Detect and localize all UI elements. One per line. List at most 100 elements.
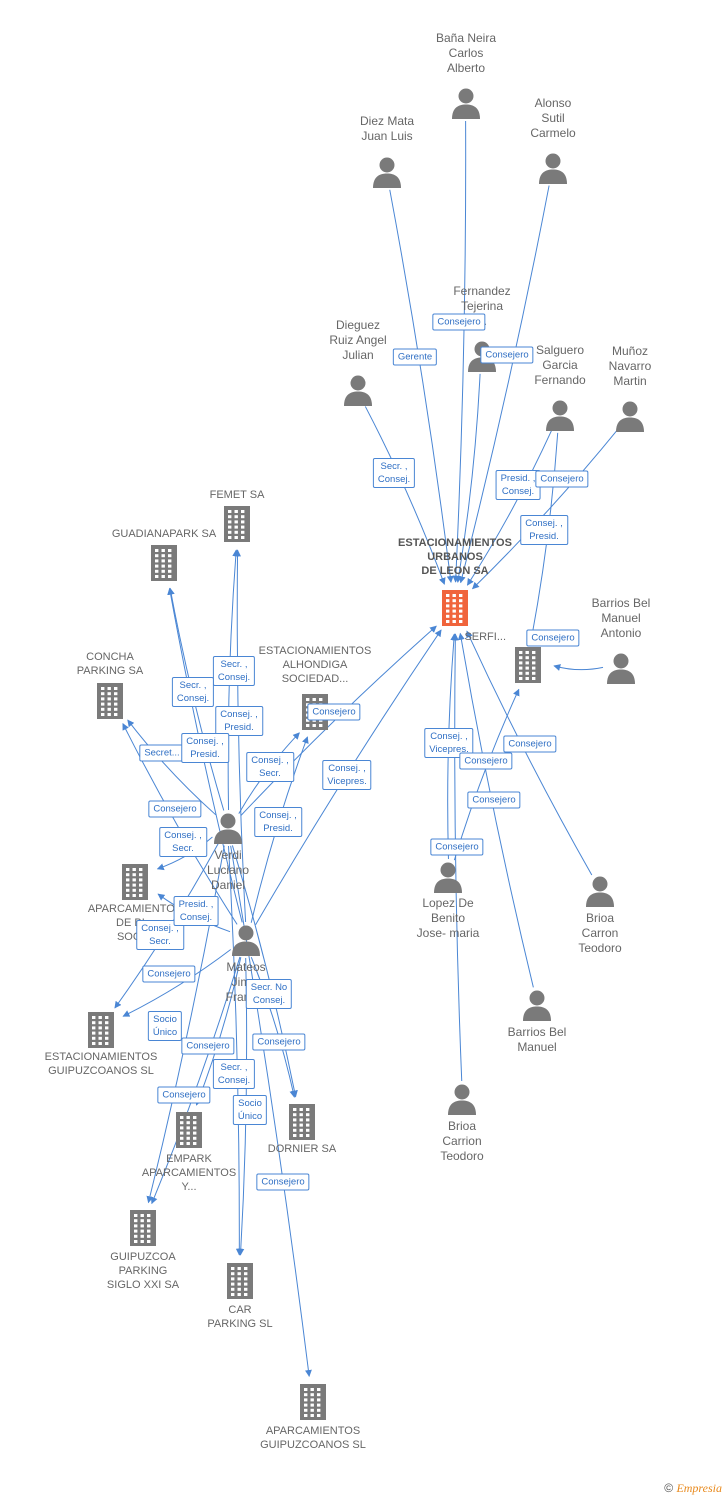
edge-mateos-to-concha <box>122 722 238 925</box>
edge-label[interactable]: Consejero <box>535 470 589 488</box>
node-label: Brioa Carron Teodoro <box>578 911 622 955</box>
edge-label[interactable]: Secr. , Consej. <box>372 458 416 488</box>
node-label: DORNIER SA <box>267 1143 337 1155</box>
edge-salguero-to-main <box>467 430 552 586</box>
node-label: FEMET SA <box>209 489 265 501</box>
node-label: Fernandez Tejerina ... <box>453 284 511 328</box>
person-icon[interactable] <box>545 399 575 436</box>
person-icon[interactable] <box>343 374 373 411</box>
edge-label[interactable]: Socio Único <box>147 1011 183 1041</box>
edge-mateos-to-dornier <box>250 957 297 1098</box>
building-icon[interactable] <box>288 1104 316 1145</box>
building-icon[interactable] <box>96 683 124 724</box>
edge-verdi-to-carparking <box>227 845 243 1256</box>
edge-mateos-to-estguip <box>122 949 232 1017</box>
edge-dieguez-to-main <box>364 406 446 585</box>
edge-label[interactable]: Consej. , Secr. <box>246 752 294 782</box>
building-icon[interactable] <box>514 647 542 688</box>
building-icon[interactable] <box>87 1012 115 1053</box>
edge-label[interactable]: Consejero <box>181 1037 235 1055</box>
edge-label[interactable]: Secr. , Consej. <box>212 1059 256 1089</box>
building-icon[interactable] <box>441 590 469 631</box>
building-icon[interactable] <box>121 864 149 905</box>
edge-label[interactable]: Consejero <box>430 838 484 856</box>
node-label: Dieguez Ruiz Angel Julian <box>329 318 387 362</box>
edge-label[interactable]: Secr. No Consej. <box>245 979 293 1009</box>
person-icon[interactable] <box>522 989 552 1026</box>
edge-barriosma-to-serfi <box>553 664 604 671</box>
edge-label[interactable]: Presid. , Consej. <box>495 470 541 500</box>
edge-label[interactable]: Consej. , Presid. <box>520 515 568 545</box>
person-icon[interactable] <box>213 812 243 849</box>
node-label: Diez Mata Juan Luis <box>359 114 415 143</box>
edge-label[interactable]: Consejero <box>503 735 557 753</box>
building-icon[interactable] <box>223 506 251 547</box>
edge-label[interactable]: Consej. , Presid. <box>181 733 229 763</box>
edge-label[interactable]: Consejero <box>526 629 580 647</box>
edge-verdi-to-guipuzcoa <box>146 845 225 1204</box>
copyright-symbol: © <box>664 1481 674 1495</box>
person-icon[interactable] <box>585 875 615 912</box>
edge-label[interactable]: Consejero <box>157 1086 211 1104</box>
node-label: Salguero Garcia Fernando <box>534 343 586 387</box>
node-label: ESTACIONAMIENTOS URBANOS DE LEON SA <box>398 537 512 577</box>
edge-label[interactable]: Consejero <box>459 752 513 770</box>
node-label: Baña Neira Carlos Alberto <box>435 31 497 75</box>
edge-label[interactable]: Consejero <box>142 965 196 983</box>
copyright-notice: © Empresia <box>664 1481 722 1496</box>
edge-label[interactable]: Socio Único <box>232 1095 268 1125</box>
edge-label[interactable]: Consejero <box>467 791 521 809</box>
edge-label[interactable]: Secret... <box>139 744 185 762</box>
node-label: Barrios Bel Manuel Antonio <box>591 596 651 640</box>
building-icon[interactable] <box>150 545 178 586</box>
edge-label[interactable]: Consejero <box>307 703 361 721</box>
person-icon[interactable] <box>451 87 481 124</box>
edge-munoz-to-main <box>472 428 619 590</box>
edge-fernandez-to-main <box>455 373 481 583</box>
edge-label[interactable]: Secr. , Consej. <box>171 677 215 707</box>
node-label: Barrios Bel Manuel <box>507 1025 567 1054</box>
person-icon[interactable] <box>606 652 636 689</box>
edge-alonso-to-main <box>458 185 550 584</box>
node-label: Brioa Carrion Teodoro <box>440 1119 484 1163</box>
edge-label[interactable]: Consej. , Presid. <box>215 706 263 736</box>
person-icon[interactable] <box>447 1083 477 1120</box>
edge-barriosm-to-main <box>457 632 534 988</box>
edge-brioa1-to-main <box>466 630 593 876</box>
edge-brioa2-to-main <box>451 633 463 1082</box>
building-icon[interactable] <box>226 1263 254 1304</box>
person-icon[interactable] <box>538 152 568 189</box>
edge-label[interactable]: Consej. , Presid. <box>254 807 302 837</box>
edge-label[interactable]: Consejero <box>432 313 486 331</box>
node-label: GUADIANAPARK SA <box>111 528 217 540</box>
edge-label[interactable]: Consejero <box>252 1033 306 1051</box>
node-label: CONCHA PARKING SA <box>76 651 144 677</box>
edge-bana-to-main <box>452 120 467 583</box>
edge-label[interactable]: Gerente <box>392 348 438 366</box>
edge-mateos-to-guipuzcoa <box>150 956 241 1205</box>
building-icon[interactable] <box>299 1384 327 1425</box>
person-icon[interactable] <box>615 400 645 437</box>
edge-verdi-to-dornier <box>231 845 298 1098</box>
person-icon[interactable] <box>231 924 261 961</box>
edge-label[interactable]: Consej. , Secr. <box>159 827 207 857</box>
person-icon[interactable] <box>372 156 402 193</box>
edge-label[interactable]: Consej. , Vicepres. <box>322 760 372 790</box>
node-label: Lopez De Benito Jose- maria <box>416 896 480 940</box>
building-icon[interactable] <box>175 1112 203 1153</box>
edge-label[interactable]: Consejero <box>148 800 202 818</box>
node-label: EMPARK APARCAMIENTOS Y... <box>141 1153 237 1193</box>
node-label: Verdi Luciano Daniel <box>206 848 250 892</box>
edge-label[interactable]: Consejero <box>256 1173 310 1191</box>
edge-verdi-to-concha <box>127 719 217 816</box>
edge-label[interactable]: Presid. , Consej. <box>173 896 219 926</box>
edge-label[interactable]: Secr. , Consej. <box>212 656 256 686</box>
node-label: CAR PARKING SL <box>207 1304 273 1330</box>
building-icon[interactable] <box>129 1210 157 1251</box>
person-icon[interactable] <box>433 861 463 898</box>
node-label: SERFI... <box>464 631 506 643</box>
edge-label[interactable]: Consejero <box>480 346 534 364</box>
node-label: ESTACIONAMIENTOS GUIPUZCOANOS SL <box>44 1051 158 1077</box>
